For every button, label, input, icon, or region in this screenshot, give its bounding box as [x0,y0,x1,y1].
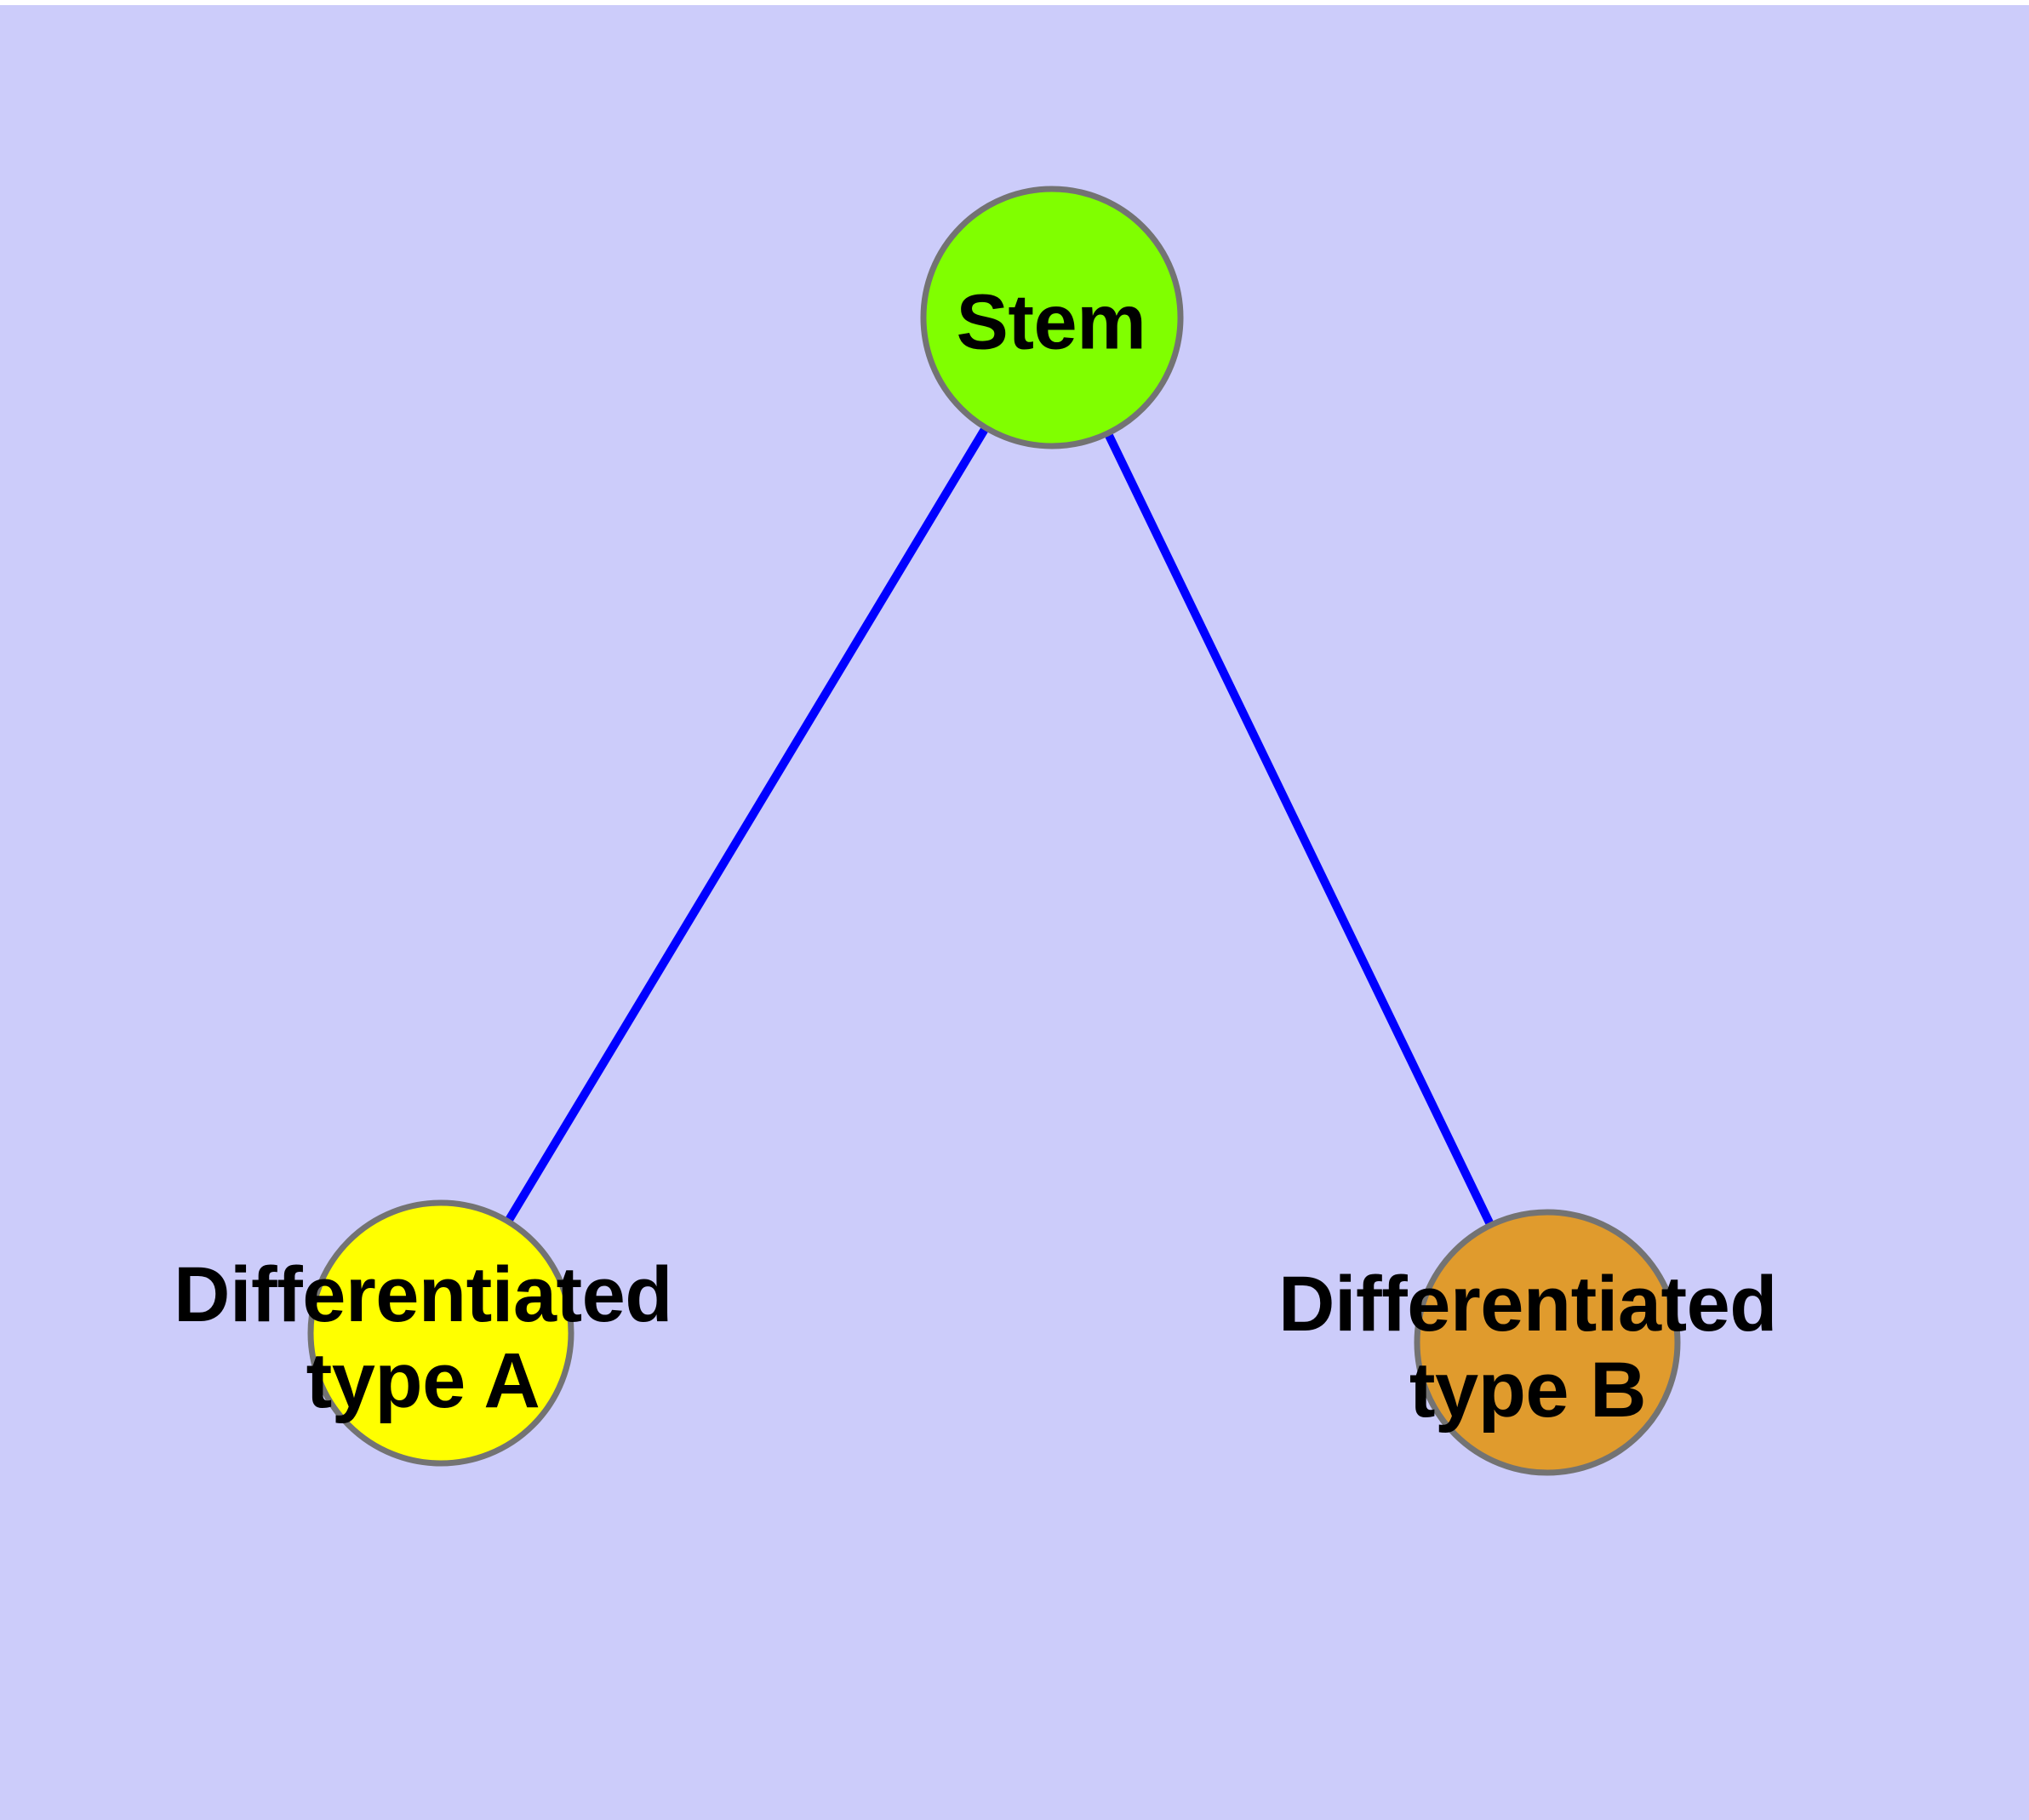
graph-node-diff_b[interactable] [1414,1209,1681,1476]
graph-edge [1048,315,1552,1345]
nodes-group [307,186,1681,1476]
edges-group [437,315,1552,1345]
graph-node-stem[interactable] [920,186,1184,449]
graph-node-diff_a[interactable] [307,1199,574,1467]
graph-svg [307,186,1681,1476]
graph-edge [437,315,1056,1336]
